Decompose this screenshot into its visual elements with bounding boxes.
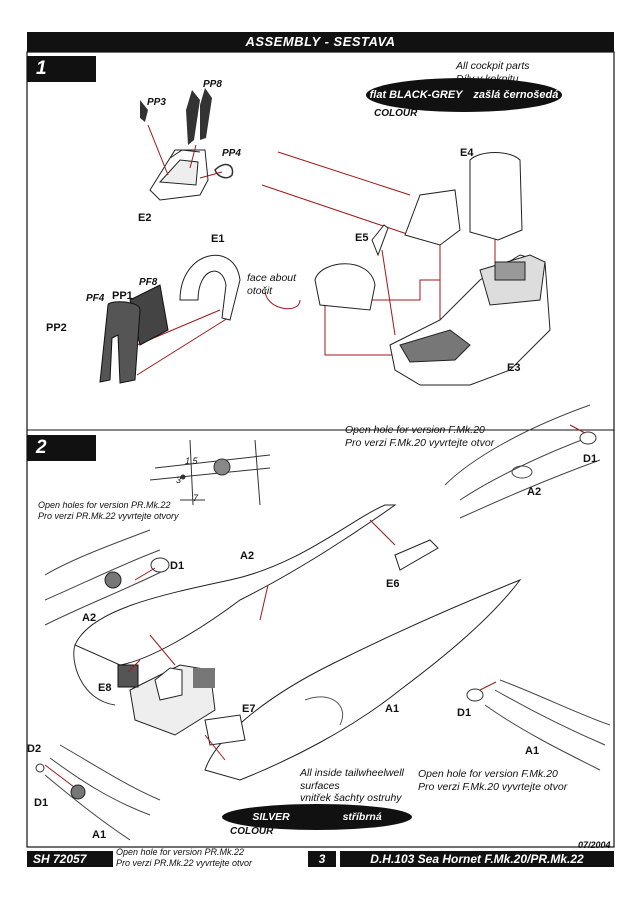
page-number-box: 3 xyxy=(308,851,336,867)
part-label-pp2: PP2 xyxy=(46,322,67,334)
f20-bottom-line2: Pro verzi F.Mk.20 vyvrtejte otvor xyxy=(418,780,568,793)
part-label-e3: E3 xyxy=(507,362,521,374)
part-label-e4: E4 xyxy=(460,147,474,159)
flat-black-grey-czech: zašlá černošedá xyxy=(473,89,559,101)
part-label-pp1: PP1 xyxy=(112,290,133,302)
f20-hole-note-top: Open hole for version F.Mk.20 Pro verzi … xyxy=(345,424,545,449)
part-label-d2: D2 xyxy=(27,743,42,755)
part-label-d1-top: D1 xyxy=(583,453,598,465)
silver-label: SILVER xyxy=(252,811,290,823)
hole-detail-drawing xyxy=(149,439,271,506)
flat-black-grey-badge: flat BLACK-GREY zašlá černošedá xyxy=(366,78,562,112)
colour-word-2: COLOUR xyxy=(230,826,274,837)
step-1-tab: 1 xyxy=(27,56,96,82)
silver-note-line1: All inside tailwheelwell xyxy=(300,767,404,779)
face-about-line1: face about xyxy=(247,272,297,284)
print-date: 07/2004 xyxy=(578,840,611,850)
part-label-d1-right: D1 xyxy=(457,707,472,719)
pr22-left-line1: Open holes for version PR.Mk.22 xyxy=(38,500,171,510)
part-label-a1-right: A1 xyxy=(525,745,540,757)
pr22-bottom-line2: Pro verzi PR.Mk.22 vyvrtejte otvor xyxy=(116,858,253,868)
part-label-a2-top: A2 xyxy=(527,486,542,498)
silver-czech: stříbrná xyxy=(342,811,382,823)
bulkhead-e1-drawing xyxy=(179,254,241,321)
pr22-holes-note: Open holes for version PR.Mk.22 Pro verz… xyxy=(38,500,238,522)
pr22-left-line2: Pro verzi PR.Mk.22 vyvrtejte otvory xyxy=(38,511,179,521)
part-label-pp4: PP4 xyxy=(222,148,241,159)
part-label-pp8: PP8 xyxy=(203,79,222,90)
part-label-d1-bottom-left: D1 xyxy=(34,797,49,809)
pr22-bottom-line1: Open hole for version PR.Mk.22 xyxy=(116,847,245,857)
step-2-number: 2 xyxy=(36,437,47,458)
seat-e2-drawing xyxy=(149,149,209,201)
part-label-a2-main: A2 xyxy=(240,550,255,562)
part-label-a1-main: A1 xyxy=(385,703,400,715)
part-label-pf4: PF4 xyxy=(86,293,105,304)
f20-top-line2: Pro verzi F.Mk.20 vyvrtejte otvor xyxy=(345,436,495,449)
part-label-pp3: PP3 xyxy=(147,97,166,108)
colour-word-1: COLOUR xyxy=(374,108,418,119)
part-label-e1: E1 xyxy=(211,233,225,245)
page-number: 3 xyxy=(318,852,326,866)
part-label-e6: E6 xyxy=(386,578,400,590)
f20-top-line1: Open hole for version F.Mk.20 xyxy=(345,424,485,436)
silver-note-line3: vnitřek šachty ostruhy xyxy=(300,792,402,804)
f20-bottom-line1: Open hole for version F.Mk.20 xyxy=(418,768,558,780)
cockpit-note-line1: All cockpit parts xyxy=(456,60,530,72)
silver-color-note: All inside tailwheelwell surfaces vnitře… xyxy=(300,767,460,805)
part-label-a2-left: A2 xyxy=(82,612,97,624)
dimension-3: 3 xyxy=(176,475,182,485)
flat-black-grey-label: flat BLACK-GREY xyxy=(369,89,463,101)
cockpit-tub-e3-drawing xyxy=(389,254,551,386)
dimension-7: 7 xyxy=(193,493,199,503)
kit-code-box: SH 72057 xyxy=(27,851,113,867)
page-title: ASSEMBLY - SESTAVA xyxy=(27,32,614,52)
step-2-tab: 2 xyxy=(27,435,96,461)
face-about-note: face about otočit xyxy=(247,272,296,297)
pr22-hole-note-bottom: Open hole for version PR.Mk.22 Pro verzi… xyxy=(116,847,316,869)
part-label-e5: E5 xyxy=(355,232,369,244)
part-label-a1-bottom-left: A1 xyxy=(92,829,107,841)
step-1-number: 1 xyxy=(36,58,47,79)
part-label-e8: E8 xyxy=(98,682,112,694)
part-label-e7: E7 xyxy=(242,703,256,715)
part-label-d1-left: D1 xyxy=(170,560,185,572)
fuselage-a2-drawing xyxy=(74,504,397,666)
fuselage-a1-drawing xyxy=(204,578,522,781)
face-about-line2: otočit xyxy=(247,284,273,297)
part-label-e2: E2 xyxy=(138,212,152,224)
part-label-pf8: PF8 xyxy=(139,277,158,288)
dimension-1-5: 1.5 xyxy=(185,456,198,466)
f20-hole-note-bottom: Open hole for version F.Mk.20 Pro verzi … xyxy=(418,768,608,793)
silver-note-line2: surfaces xyxy=(300,779,340,792)
model-title-box: D.H.103 Sea Hornet F.Mk.20/PR.Mk.22 xyxy=(340,851,614,867)
model-title: D.H.103 Sea Hornet F.Mk.20/PR.Mk.22 xyxy=(370,852,584,866)
kit-code: SH 72057 xyxy=(33,852,87,866)
silver-badge: SILVER stříbrná xyxy=(222,804,412,830)
